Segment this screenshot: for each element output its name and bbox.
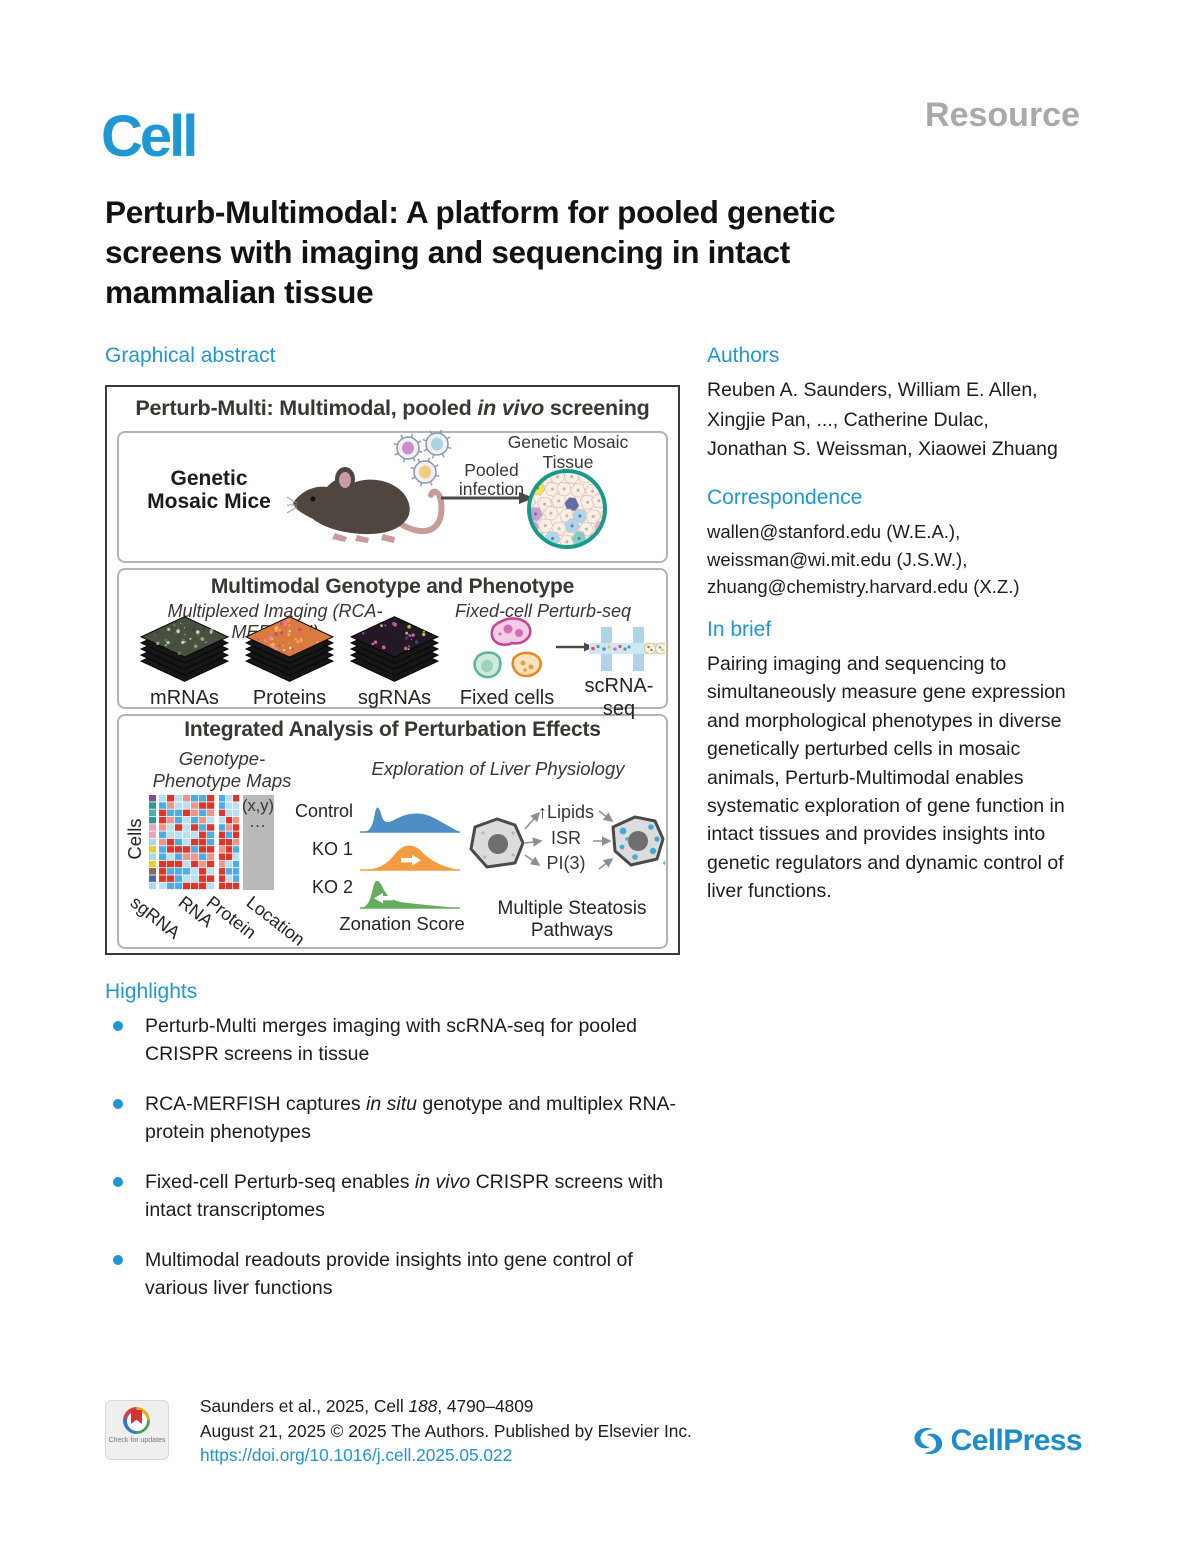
microfluidic-chip-icon [589, 627, 665, 671]
protein-image-stack [244, 616, 335, 682]
check-updates-badge[interactable]: Check for updates [105, 1400, 169, 1460]
cellpress-icon [914, 1427, 943, 1455]
density-label-ko1: KO 1 [311, 839, 353, 859]
highlight-item: RCA-MERFISH captures in situ genotype an… [105, 1090, 705, 1146]
highlight-text: Fixed-cell Perturb-seq enables in vivo C… [145, 1171, 664, 1221]
publication-line: August 21, 2025 © 2025 The Authors. Publ… [200, 1420, 692, 1441]
mosaic-tissue-illustration [527, 469, 607, 549]
check-updates-label: Check for updates [108, 1437, 166, 1444]
pathway-caption: Multiple Steatosis Pathways [497, 898, 647, 941]
density-label-control: Control [294, 801, 353, 821]
liver-subtitle: Exploration of Liver Physiology [371, 758, 625, 779]
location-dots: ... [249, 813, 267, 831]
citation-block: Saunders et al., 2025, Cell 188, 4790–48… [200, 1394, 692, 1468]
fixed-cells-label: Fixed cells [459, 687, 555, 709]
figure-banner: Perturb-Multi: Multimodal, pooled in viv… [135, 396, 650, 420]
steatosis-pathway-diagram [469, 810, 665, 870]
stack-label-sgrnas: sgRNAs [357, 687, 432, 709]
density-label-ko2: KO 2 [311, 877, 353, 897]
highlight-text: Perturb-Multi merges imaging with scRNA-… [145, 1015, 638, 1065]
maps-subtitle: Genotype-Phenotype Maps [152, 748, 292, 791]
highlight-item: Multimodal readouts provide insights int… [105, 1246, 705, 1302]
zonation-density-plot [360, 807, 460, 909]
bullet-icon [113, 1255, 123, 1265]
virus-particles-icon [393, 430, 452, 487]
pooled-infection-label: Pooled infection [458, 460, 525, 499]
graphical-abstract-heading: Graphical abstract [105, 344, 276, 367]
location-xy-label: (x,y) [241, 797, 275, 815]
in-brief-heading: In brief [707, 618, 772, 641]
cellpress-wordmark: CellPress [950, 1424, 1083, 1457]
highlights-heading: Highlights [105, 980, 198, 1003]
journal-logo: Cell [101, 104, 198, 169]
author-line: Xingjie Pan, ..., Catherine Dulac, [707, 408, 989, 431]
authors-heading: Authors [707, 344, 780, 367]
article-type-label: Resource [925, 96, 1080, 134]
scrnaseq-label: scRNA-seq [584, 675, 654, 720]
title-line: mammalian tissue [105, 274, 374, 310]
crossmark-icon [123, 1407, 150, 1434]
panel2-title: Multimodal Genotype and Phenotype [210, 575, 575, 598]
highlights-list: Perturb-Multi merges imaging with scRNA-… [105, 1012, 705, 1302]
email-link[interactable]: zhuang@chemistry.harvard.edu (X.Z.) [707, 576, 1020, 597]
correspondence-emails: wallen@stanford.edu (W.E.A.), weissman@w… [707, 518, 1097, 601]
title-line: Perturb-Multimodal: A platform for poole… [105, 194, 836, 230]
fixed-cells-illustration [473, 617, 542, 679]
bullet-icon [113, 1099, 123, 1109]
bullet-icon [113, 1021, 123, 1031]
correspondence-heading: Correspondence [707, 486, 863, 509]
authors-text: Reuben A. Saunders, William E. Allen, Xi… [707, 376, 1097, 465]
author-line: Jonathan S. Weissman, Xiaowei Zhuang [707, 438, 1058, 460]
highlight-item: Fixed-cell Perturb-seq enables in vivo C… [105, 1168, 705, 1224]
pooled-infection-arrow [441, 492, 534, 504]
pathway-item-isr: ISR [550, 828, 581, 848]
mouse-illustration [287, 467, 445, 543]
title-line: screens with imaging and sequencing in i… [105, 234, 790, 270]
highlight-text: Multimodal readouts provide insights int… [145, 1249, 633, 1299]
zonation-axis-label: Zonation Score [339, 913, 465, 934]
perturbseq-subtitle: Fixed-cell Perturb-seq [454, 601, 632, 621]
citation-line: Saunders et al., 2025, Cell 188, 4790–48… [200, 1396, 534, 1416]
author-line: Reuben A. Saunders, William E. Allen, [707, 379, 1038, 401]
pathway-item-pi3: PI(3) [546, 853, 586, 873]
cells-axis-label: Cells [124, 818, 145, 860]
mice-label: Genetic Mosaic Mice [147, 467, 271, 513]
graphical-abstract-figure: Perturb-Multi: Multimodal, pooled in viv… [105, 385, 680, 955]
email-link[interactable]: wallen@stanford.edu (W.E.A.), [707, 521, 961, 542]
doi-link[interactable]: https://doi.org/10.1016/j.cell.2025.05.0… [200, 1445, 513, 1465]
panel3-title: Integrated Analysis of Perturbation Effe… [184, 718, 601, 741]
highlight-item: Perturb-Multi merges imaging with scRNA-… [105, 1012, 705, 1068]
article-title: Perturb-Multimodal: A platform for poole… [105, 192, 1085, 312]
genotype-phenotype-heatmap [149, 795, 274, 890]
stack-label-proteins: Proteins [252, 687, 327, 709]
bullet-icon [113, 1177, 123, 1187]
tissue-label: Genetic Mosaic Tissue [507, 432, 629, 472]
email-link[interactable]: weissman@wi.mit.edu (J.S.W.), [707, 548, 968, 570]
sgrna-image-stack [349, 616, 440, 682]
pathway-item-lipids: ↑Lipids [537, 802, 595, 822]
cellpress-logo[interactable]: CellPress [912, 1424, 1083, 1458]
mrna-image-stack [139, 616, 230, 682]
stack-label-mrnas: mRNAs [150, 687, 219, 709]
in-brief-text: Pairing imaging and sequencing to simult… [707, 653, 1066, 903]
highlight-text: RCA-MERFISH captures in situ genotype an… [145, 1093, 677, 1143]
